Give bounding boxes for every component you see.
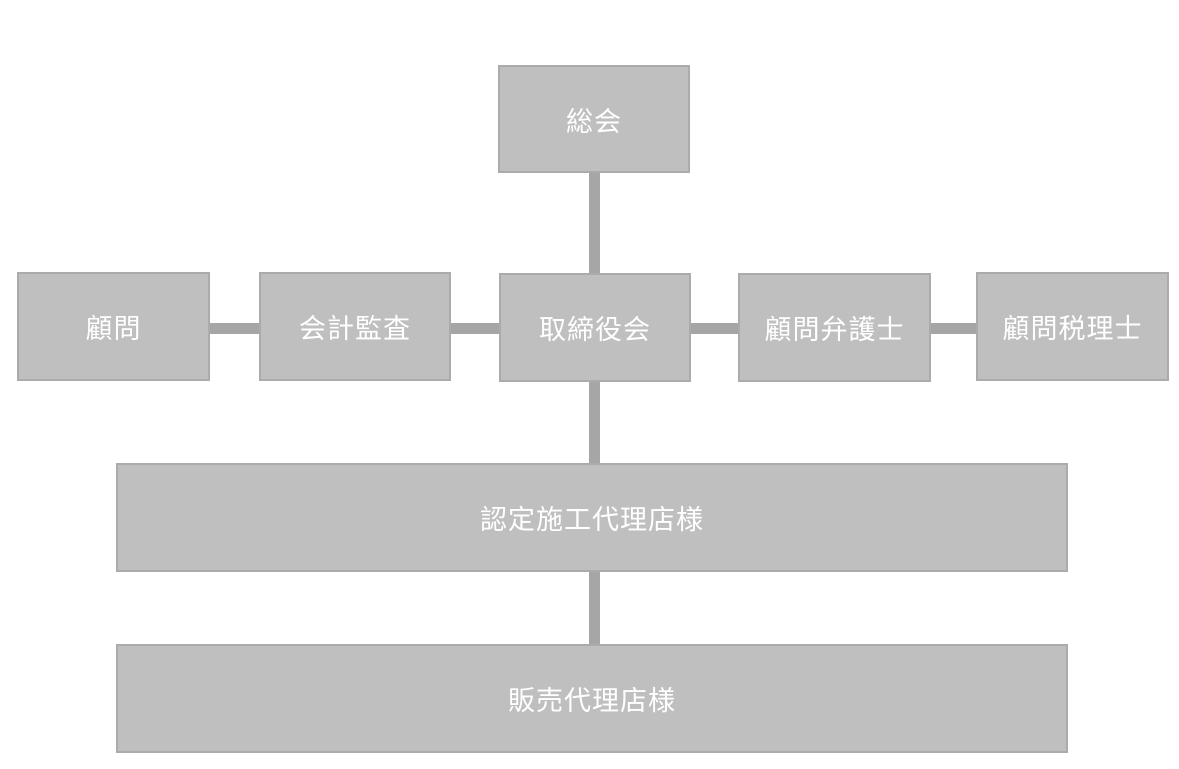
node-general-meeting: 総会	[498, 65, 690, 173]
connector-auditor-board	[451, 323, 499, 334]
node-advisor-label: 顧問	[85, 314, 142, 345]
node-advisor: 顧問	[17, 272, 210, 381]
node-sales-agents-label: 販売代理店様	[508, 686, 676, 717]
node-accounting-auditor-label: 会計監査	[299, 314, 411, 345]
node-advisory-tax-accountant: 顧問税理士	[976, 272, 1169, 381]
connector-board-lawyer	[691, 323, 738, 334]
node-advisory-lawyer-label: 顧問弁護士	[764, 315, 905, 346]
node-sales-agents: 販売代理店様	[116, 644, 1068, 753]
connector-lawyer-tax-accountant	[931, 323, 976, 334]
node-advisory-lawyer: 顧問弁護士	[738, 273, 931, 382]
node-certified-construction-agents-label: 認定施工代理店様	[480, 505, 704, 536]
node-certified-construction-agents: 認定施工代理店様	[116, 463, 1068, 572]
connector-general-meeting-board	[589, 173, 600, 273]
node-board-of-directors: 取締役会	[499, 273, 691, 382]
connector-certified-sales-agents	[589, 572, 600, 644]
connector-advisor-auditor	[210, 323, 259, 334]
node-general-meeting-label: 総会	[566, 106, 622, 138]
node-accounting-auditor: 会計監査	[259, 272, 451, 381]
node-advisory-tax-accountant-label: 顧問税理士	[1002, 314, 1143, 345]
node-board-of-directors-label: 取締役会	[539, 315, 651, 346]
connector-board-certified-agents	[589, 382, 600, 463]
